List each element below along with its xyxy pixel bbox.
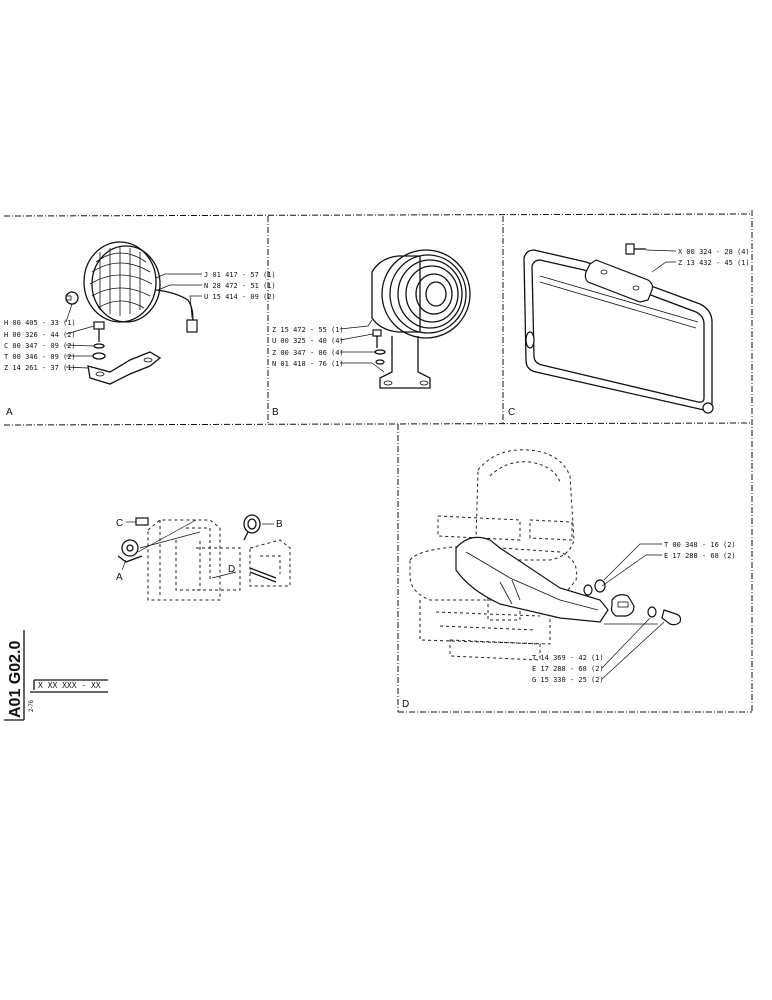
work-lamp-drawing [65,241,198,385]
part-label: Z 15 472 - 55 (1) [272,326,344,334]
panel-d: T 00 348 - 16 (2) E 17 288 - 68 (2) T 14… [402,449,736,710]
part-label: E 17 288 - 68 (2) [532,665,604,673]
panel-d-leaders [601,543,665,680]
overview-callout-c: C [116,518,123,529]
part-label: N 01 418 - 76 (1) [272,360,344,368]
horn-drawing [371,249,471,389]
panel-letter-b: B [272,407,279,418]
reference-number: X XX XXX - XX [38,681,101,690]
overview-callout-a: A [116,572,123,583]
panel-borders [3,210,753,713]
machine-overview [117,514,291,601]
panel-letter-d: D [402,699,409,710]
part-label: E 17 288 - 68 (2) [664,552,736,560]
panel-letter-c: C [508,407,515,418]
part-label: C 00 347 - 09 (2) [4,342,76,350]
seat-belt-drawing [455,536,682,626]
panel-a-leaders [65,273,202,369]
part-label: Z 13 432 - 45 (1) [678,259,750,267]
part-label: U 00 325 - 40 (4) [272,337,344,345]
title-block: A01 G02.0 2-76 X XX XXX - XX [4,630,108,721]
guard-frame-drawing [523,243,714,414]
part-label: N 28 472 - 51 (1) [204,282,276,290]
part-label: T 14 369 - 42 (1) [532,654,604,662]
panel-b: Z 15 472 - 55 (1) U 00 325 - 40 (4) Z 00… [272,249,471,418]
part-label: X 00 324 - 28 (4) [678,248,750,256]
revision-date: 2-76 [29,699,35,712]
panel-c: X 00 324 - 28 (4) Z 13 432 - 45 (1) C [508,243,750,418]
part-label: T 00 348 - 16 (2) [664,541,736,549]
part-label: J 01 417 - 57 (1) [204,271,276,279]
part-label: G 15 330 - 25 (2) [532,676,604,684]
panel-a: J 01 417 - 57 (1) N 28 472 - 51 (1) U 15… [4,241,276,418]
part-label: T 00 346 - 09 (2) [4,353,76,361]
overview-part-c [135,517,149,526]
overview-callout-d: D [228,564,235,575]
panel-c-leaders [645,249,677,273]
part-label: U 15 414 - 09 (2) [204,293,276,301]
part-label: Z 00 347 - 06 (4) [272,349,344,357]
part-label: Z 14 261 - 37 (1) [4,364,76,372]
panel-letter-a: A [6,407,13,418]
overview-callout-b: B [276,519,283,530]
drawing-code: A01 G02.0 [7,641,24,718]
part-label: H 00 326 - 44 (2) [4,331,76,339]
part-label: H 00 405 - 33 (1) [4,319,76,327]
panel-b-leaders [339,319,385,373]
